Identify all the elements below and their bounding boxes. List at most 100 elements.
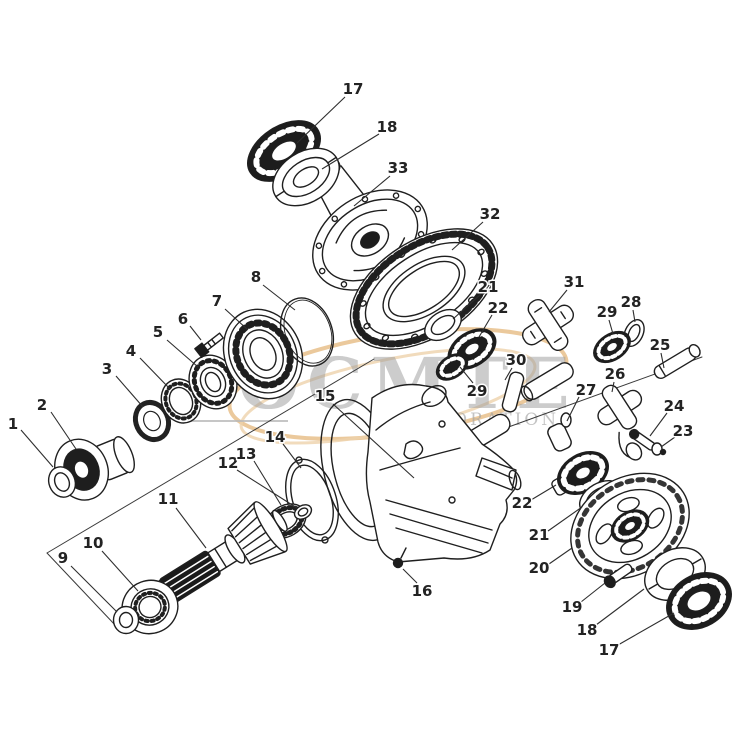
leader-line	[459, 366, 474, 384]
callout-3: 3	[100, 359, 144, 408]
callout-23: 23	[660, 421, 695, 448]
part-number: 22	[512, 494, 533, 512]
callout-1: 1	[6, 414, 54, 468]
part-number: 33	[388, 159, 409, 177]
part-20-case-half	[570, 472, 690, 580]
leader-line	[504, 367, 513, 381]
leader-line	[70, 565, 118, 613]
part-number: 25	[650, 336, 671, 354]
leader-line	[660, 352, 665, 369]
callout-18: 18	[575, 588, 645, 641]
callout-2: 2	[35, 395, 77, 450]
part-number: 13	[236, 445, 257, 463]
part-number: 9	[58, 549, 68, 567]
leader-line	[115, 375, 144, 408]
part-number: 30	[506, 351, 527, 369]
part-number: 26	[605, 365, 626, 383]
part-15-carrier-housing	[320, 383, 522, 563]
callout-21: 21	[452, 277, 500, 320]
leader-line	[402, 568, 418, 584]
callout-13: 13	[234, 444, 282, 506]
leader-line	[660, 436, 676, 448]
part-number: 11	[158, 490, 179, 508]
part-number: 22	[488, 299, 509, 317]
leader-line	[139, 357, 171, 390]
leader-line	[20, 429, 54, 468]
part-number: 4	[126, 342, 136, 360]
leader-line	[175, 507, 207, 549]
part-number: 21	[529, 526, 550, 544]
part-number: 24	[664, 397, 685, 415]
callout-27: 27	[566, 380, 598, 422]
part-number: 27	[576, 381, 597, 399]
part-24-bolt	[628, 428, 656, 451]
part-29-pinion-gear-right	[593, 330, 631, 364]
part-26-spider-arm	[597, 384, 643, 461]
part-number: 7	[212, 292, 222, 310]
part-number: 1	[8, 415, 18, 433]
part-number: 17	[599, 641, 620, 659]
part-number: 18	[377, 118, 398, 136]
leader-line	[296, 96, 346, 144]
part-number: 29	[597, 303, 618, 321]
part-17-bevel-gear-bottom	[666, 572, 732, 630]
part-25-lock-pin	[653, 344, 701, 380]
callout-10: 10	[81, 533, 139, 592]
leader-line	[548, 547, 573, 565]
part-number: 18	[577, 621, 598, 639]
part-7-bearing-cup	[222, 308, 304, 400]
callout-22: 22	[510, 484, 557, 514]
part-18-bearing-ring-top	[272, 147, 340, 207]
leader-line	[101, 550, 139, 592]
callout-17: 17	[296, 79, 365, 144]
part-number: 16	[412, 582, 433, 600]
callout-29: 29	[459, 366, 489, 402]
part-31-spider	[521, 298, 575, 352]
leader-line	[530, 484, 557, 501]
leader-line	[253, 460, 282, 506]
part-number: 17	[343, 80, 364, 98]
drawing-layer	[46, 120, 732, 635]
part-23-washer	[651, 442, 667, 456]
part-8-o-ring	[279, 297, 335, 367]
part-number: 29	[467, 382, 488, 400]
part-16-plug	[392, 547, 407, 569]
leader-line	[452, 293, 482, 320]
part-number: 14	[265, 428, 286, 446]
callout-29: 29	[595, 302, 619, 335]
callout-4: 4	[124, 341, 171, 390]
leader-line	[547, 506, 583, 532]
part-number: 31	[564, 273, 585, 291]
callout-layer: 1234567891011121314151617183332212231293…	[6, 79, 695, 661]
part-22-side-gear-bottom	[551, 451, 609, 496]
part-number: 21	[478, 278, 499, 296]
callout-9: 9	[56, 548, 118, 613]
part-number: 23	[673, 422, 694, 440]
callout-33: 33	[353, 158, 410, 207]
leader-line	[611, 381, 615, 393]
leader-line	[224, 308, 249, 331]
leader-line	[189, 325, 202, 341]
callout-16: 16	[402, 568, 434, 602]
leader-line	[50, 411, 77, 450]
part-9-washer	[112, 605, 140, 635]
callout-5: 5	[151, 322, 199, 368]
callout-19: 19	[560, 582, 606, 618]
leader-line	[321, 133, 380, 170]
part-number: 2	[37, 396, 47, 414]
leader-line	[451, 221, 484, 251]
part-number: 19	[562, 598, 583, 616]
leader-line	[236, 469, 298, 509]
part-12-washer	[293, 504, 313, 520]
callout-30: 30	[504, 350, 528, 381]
leader-line	[566, 396, 580, 422]
callout-20: 20	[527, 547, 573, 579]
callout-28: 28	[619, 292, 643, 323]
part-number: 32	[480, 205, 501, 223]
callout-22: 22	[478, 298, 510, 338]
part-19-bolt	[603, 563, 633, 589]
leader-line	[649, 412, 668, 437]
callout-26: 26	[603, 364, 627, 393]
